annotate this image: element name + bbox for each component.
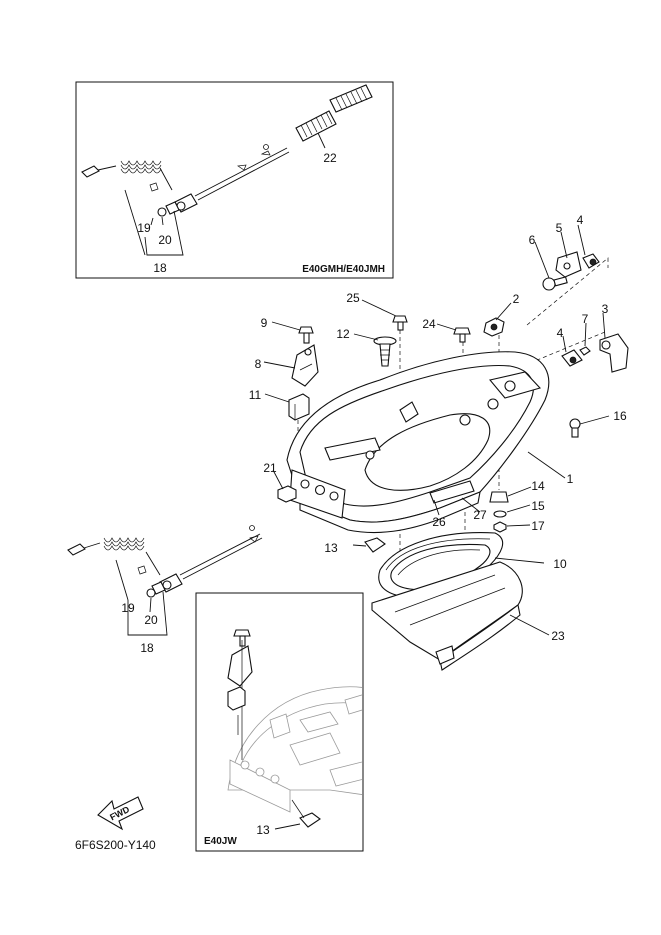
clip-part-13-main — [364, 537, 386, 553]
clip-part-20-top — [157, 207, 167, 217]
lanyard-spring-top — [81, 160, 173, 192]
grommet-part-11 — [288, 393, 310, 421]
bolt-part-6 — [542, 276, 568, 291]
callout-13-main: 13 — [324, 541, 338, 555]
callout-22: 22 — [323, 151, 337, 165]
callout-7: 7 — [582, 312, 589, 326]
inset-bottom-model-label: E40JW — [204, 836, 237, 847]
figure-code: 6F6S200-Y140 — [75, 838, 156, 852]
callout-20-main: 20 — [144, 613, 158, 627]
fwd-arrow: FWD — [97, 796, 144, 831]
grommet-part-2 — [483, 317, 505, 337]
callout-18-top: 18 — [153, 261, 167, 275]
grommet-part-4-upper — [582, 253, 600, 269]
washer-part-15 — [493, 510, 507, 518]
callout-1: 1 — [567, 472, 574, 486]
callout-20-top: 20 — [158, 233, 172, 247]
callout-19-main: 19 — [121, 601, 135, 615]
bracket-part-8 — [291, 344, 319, 387]
throttle-cable-top — [165, 144, 290, 215]
screw-part-24 — [453, 327, 471, 343]
callout-17: 17 — [531, 519, 545, 533]
callout-12: 12 — [336, 327, 350, 341]
callout-21: 21 — [263, 461, 277, 475]
callout-15: 15 — [531, 499, 545, 513]
callout-13-inset: 13 — [256, 823, 270, 837]
cover-part-23 — [371, 561, 523, 671]
callout-9: 9 — [261, 316, 268, 330]
plug-part-12 — [373, 336, 397, 367]
callout-6: 6 — [529, 233, 536, 247]
callout-26: 26 — [432, 515, 446, 529]
nut-part-21 — [277, 485, 297, 503]
callout-27: 27 — [473, 508, 487, 522]
bottom-cowling-assembly: 9 8 11 12 25 24 2 6 5 4 4 7 3 16 1 14 15… — [249, 213, 629, 671]
screw-part-16 — [569, 418, 581, 438]
callout-4-lower: 4 — [557, 326, 564, 340]
callout-24: 24 — [422, 317, 436, 331]
callout-10: 10 — [553, 557, 567, 571]
bracket-part-3 — [599, 333, 629, 373]
callout-23: 23 — [551, 629, 565, 643]
screw-part-9 — [298, 326, 314, 344]
callout-14: 14 — [531, 479, 545, 493]
callout-18-main: 18 — [140, 641, 154, 655]
callout-25: 25 — [346, 291, 360, 305]
callout-4-upper: 4 — [577, 213, 584, 227]
lanyard-cable-assembly: 19 20 18 — [67, 525, 263, 655]
plate-part-5 — [555, 251, 582, 278]
inset-top-model-label: E40GMH/E40JMH — [302, 264, 385, 275]
inset-bottom: E40JW 13 — [195, 592, 364, 852]
grip-part-22 — [295, 84, 373, 142]
callout-11: 11 — [249, 388, 262, 402]
callout-8: 8 — [255, 357, 262, 371]
grommet-part-14 — [489, 491, 509, 503]
grommet-part-4-lower — [561, 349, 583, 367]
inset-top: E40GMH/E40JMH — [75, 81, 394, 279]
callout-3: 3 — [602, 302, 609, 316]
nut-part-17 — [493, 521, 507, 533]
callout-19-top: 19 — [137, 221, 151, 235]
callout-5: 5 — [556, 221, 563, 235]
screw-part-25 — [392, 315, 408, 331]
nut-part-7 — [579, 346, 591, 356]
callout-2: 2 — [513, 292, 520, 306]
callout-16: 16 — [613, 409, 627, 423]
